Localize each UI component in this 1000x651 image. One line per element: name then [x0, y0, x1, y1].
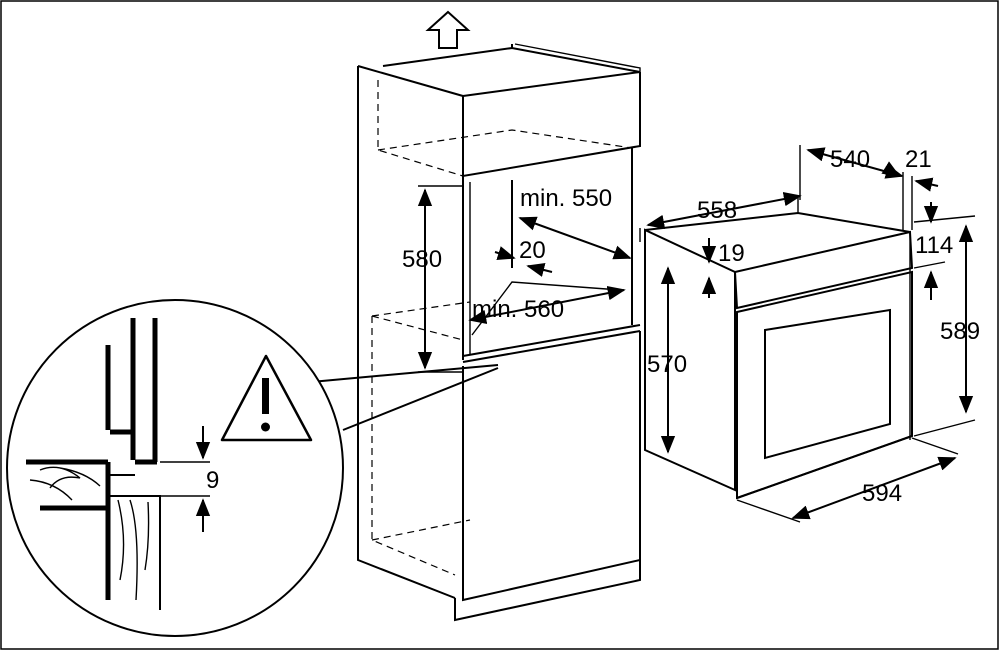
oven-panel-height-label: 114	[915, 232, 953, 259]
oven-top-offset-label: 19	[718, 240, 745, 267]
oven-top-depth-label: 540	[830, 146, 870, 173]
ventilation-arrow-icon	[425, 10, 471, 49]
clearance-label: 9	[206, 467, 219, 494]
cabinet-depth-label: min. 560	[472, 296, 564, 323]
oven-side-depth-label: 558	[697, 197, 737, 224]
oven	[644, 195, 914, 500]
cabinet-dimensions	[417, 185, 632, 373]
oven-dimensions	[639, 145, 976, 523]
cabinet-height-label: 580	[402, 246, 442, 273]
detail-callout	[6, 299, 499, 637]
cabinet-gap-label: 20	[519, 237, 546, 264]
oven-front-width-label: 594	[862, 480, 902, 507]
oven-body-height-label: 570	[647, 351, 687, 378]
depth-dimension-line	[468, 286, 626, 324]
warning-triangle-icon	[220, 354, 313, 442]
width-dimension-line	[518, 216, 632, 260]
oven-front-thickness-label: 21	[905, 146, 932, 173]
oven-front-height-label: 589	[940, 318, 980, 345]
cabinet-width-label: min. 550	[520, 185, 612, 212]
cabinet	[357, 43, 641, 622]
side-depth-dimension-line	[646, 191, 802, 230]
front-width-dimension-line	[791, 456, 957, 520]
